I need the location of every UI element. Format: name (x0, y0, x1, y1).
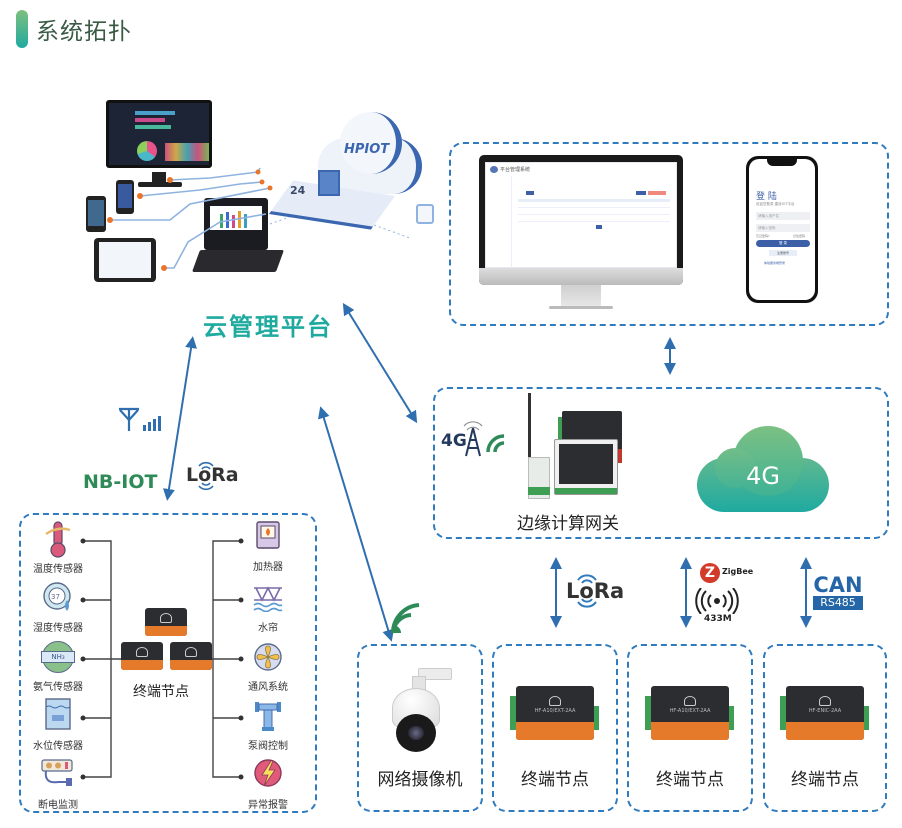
arrow-cloud-to-gateway (342, 302, 418, 424)
login-subtitle: 欢迎您登录 建设IOT平台 (756, 202, 795, 206)
lora-logo-bottom: LoRa (566, 568, 626, 614)
actuator-label: 加热器 (253, 562, 283, 573)
cloud-brand-text: HPIOT (344, 142, 390, 157)
thermometer-icon (45, 521, 71, 558)
smartphone-device (116, 180, 134, 214)
camera-box (357, 644, 483, 812)
rs485-text: RS485 (813, 596, 863, 610)
terminal-node-device (145, 608, 187, 636)
remember-checkbox[interactable]: 记住密码 (793, 234, 806, 238)
page-title: 系统拓扑 (36, 19, 132, 45)
terminal-node-device (121, 642, 163, 670)
username-field[interactable]: 请输入用户名 (756, 212, 810, 220)
terminal-node-device: HF-A10/EXT-2AA (516, 686, 594, 740)
sensor-label: 断电监测 (38, 800, 78, 811)
4g-cloud-label: 4G (746, 462, 780, 490)
password-field[interactable]: 请输入密码 (756, 224, 810, 232)
client-panel (449, 142, 889, 326)
power-strip-icon (41, 759, 73, 786)
title-accent-bar (16, 10, 28, 48)
nh3-glyph: NH₃ (41, 651, 75, 663)
sensor-label: 氨气传感器 (33, 682, 83, 693)
rf-433-label: 433M (704, 614, 732, 624)
node-label: 终端节点 (521, 770, 589, 790)
network-4g-badge: 4G (441, 431, 467, 451)
desktop-monitor: 平台管理系统 (479, 155, 683, 313)
register-button[interactable]: 注册账号 (769, 250, 797, 256)
hpiot-cloud-icon: HPIOT (310, 104, 428, 200)
node-box-zigbee (627, 644, 753, 812)
actuator-label: 泵阀控制 (248, 741, 288, 752)
device-model: HF-ENIC-2AA (808, 707, 842, 714)
arrow-camera-to-cloud (318, 406, 394, 642)
device-model: HF-A10/EXT-2AA (669, 707, 711, 714)
wireless-signal-icon (486, 434, 505, 453)
lora-text: LoRa (186, 464, 239, 486)
login-title: 登 陆 (756, 192, 777, 202)
sensor-label: 温度传感器 (33, 564, 83, 575)
terminal-node-device: HF-ENIC-2AA (786, 686, 864, 740)
wifi-signal-icon (390, 601, 420, 639)
nbiot-label: NB-IOT (83, 471, 158, 493)
forgot-password-link[interactable]: 忘记密码? (756, 234, 770, 238)
sensor-label: 湿度传感器 (33, 623, 83, 634)
sensor-label: 水位传感器 (33, 741, 83, 752)
zigbee-logo: Z ZigBee (700, 563, 756, 583)
cloud-badge: 24 (290, 184, 306, 197)
sensor-bus-lines (80, 538, 244, 780)
smartphone-device (86, 196, 106, 232)
water-level-icon (45, 698, 71, 730)
can-rs485-logo: CAN RS485 (813, 574, 863, 612)
gateway-panel (433, 387, 889, 539)
zigbee-text: ZigBee (722, 567, 754, 576)
actuator-label: 通风系统 (248, 682, 288, 693)
terminal-node-device: HF-A10/EXT-2AA (651, 686, 729, 740)
arrow-sensors-to-cloud (163, 336, 197, 501)
device-model: HF-A10/EXT-2AA (534, 707, 576, 714)
terminal-node-device (170, 642, 212, 670)
rf-433-icon: 433M (694, 588, 740, 626)
4g-cloud-icon: 4G (697, 422, 829, 512)
cloud-platform-illustration: HPIOT 24 (80, 92, 450, 292)
login-button[interactable]: 登 录 (756, 240, 810, 247)
center-node-label: 终端节点 (133, 684, 189, 700)
svg-text:37: 37 (51, 593, 60, 601)
cloud-platform-label: 云管理平台 (203, 313, 333, 341)
node-label: 终端节点 (656, 770, 724, 790)
alarm-bolt-icon (254, 759, 282, 787)
ip-camera-icon (388, 668, 458, 754)
sensor-panel (19, 513, 317, 813)
can-text: CAN (813, 573, 863, 597)
edge-gateway-device (520, 393, 640, 501)
edge-gateway-label: 边缘计算网关 (517, 514, 619, 534)
nh3-sensor-icon: NH₃ (41, 641, 75, 673)
node-box-can (763, 644, 887, 812)
laptop-device (204, 198, 268, 250)
heater-icon (256, 521, 280, 549)
cell-tower-icon (463, 421, 483, 457)
smartphone-login-screen: 登 陆 欢迎您登录 建设IOT平台 请输入用户名 请输入密码 忘记密码? 记住密… (746, 156, 818, 303)
pump-valve-icon (255, 702, 281, 731)
antenna-signal-icon (119, 407, 161, 431)
actuator-label: 异常报警 (248, 800, 288, 811)
water-curtain-icon (253, 586, 283, 612)
actuator-label: 水帘 (258, 623, 278, 634)
lora-logo-top: LoRa (186, 456, 242, 496)
humidity-gauge-icon: 37 (43, 582, 71, 611)
node-label: 终端节点 (791, 770, 859, 790)
camera-label: 网络摄像机 (377, 770, 463, 790)
node-box-lora (492, 644, 618, 812)
experience-login-link[interactable]: 体验服务端登录 (764, 261, 786, 265)
tablet-device (94, 238, 156, 282)
lora-text: LoRa (566, 579, 625, 603)
fan-icon (254, 643, 282, 671)
desktop-app-title: 平台管理系统 (500, 167, 531, 173)
dashboard-monitor (106, 100, 212, 168)
